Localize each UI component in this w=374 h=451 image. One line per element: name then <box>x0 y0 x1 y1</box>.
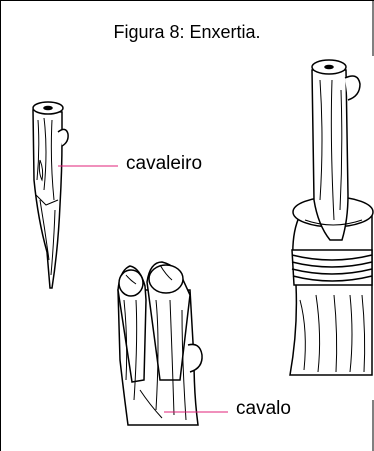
scion-drawing <box>33 102 68 288</box>
rootstock-label: cavalo <box>236 398 291 420</box>
scion-label: cavaleiro <box>126 153 202 175</box>
figure-caption: Figura 8: Enxertia. <box>0 22 374 43</box>
rootstock-drawing <box>118 262 202 425</box>
completed-graft-drawing <box>290 60 373 375</box>
